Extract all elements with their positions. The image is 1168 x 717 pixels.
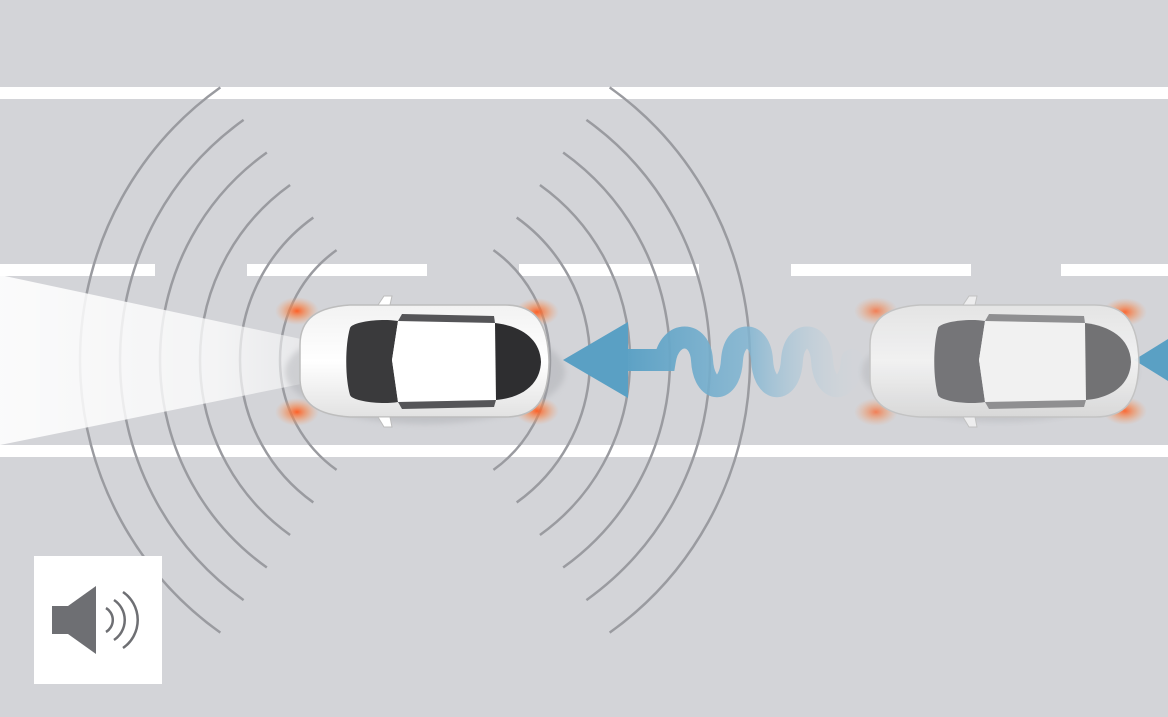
hazard-light: [275, 297, 319, 325]
car-windshield: [934, 319, 985, 404]
dashed-lane-segment: [0, 264, 155, 276]
solid-lane-line-top: [0, 87, 1168, 99]
dashed-lane-segment: [247, 264, 427, 276]
dashed-lane-segment: [1061, 264, 1168, 276]
arrow-left-icon: [1134, 339, 1168, 381]
dashed-lane-segment: [791, 264, 971, 276]
car-windshield: [346, 319, 398, 404]
car-rear-window: [495, 323, 541, 400]
wavy-arrow-tail: [609, 326, 863, 397]
car-roof: [392, 321, 496, 402]
lead-car: [275, 295, 565, 428]
car-mirror: [377, 295, 393, 306]
car-side-window: [985, 314, 1085, 323]
speaker-body: [52, 586, 96, 654]
sound-arc: [105, 606, 115, 634]
hazard-light: [275, 398, 319, 426]
solid-lane-line-bottom: [0, 445, 1168, 457]
sound-wave-arc: [608, 86, 752, 634]
car-mirror: [377, 416, 393, 428]
car-mirror: [962, 295, 978, 306]
car-roof: [979, 321, 1086, 402]
sound-arc: [122, 590, 139, 650]
car-side-window: [985, 400, 1086, 409]
car-side-window: [398, 400, 496, 409]
headlight-beam: [0, 275, 390, 445]
arrow-left-icon: [563, 322, 628, 398]
speaker-sound-icon: [52, 586, 139, 654]
car-rear-window: [1085, 323, 1131, 400]
following-car: [854, 295, 1147, 428]
car-side-window: [398, 314, 495, 323]
speaker-sound-icon-box: [34, 556, 162, 684]
approach-arrow: [563, 322, 863, 398]
sound-arc: [113, 598, 126, 642]
car-mirror: [962, 416, 978, 428]
